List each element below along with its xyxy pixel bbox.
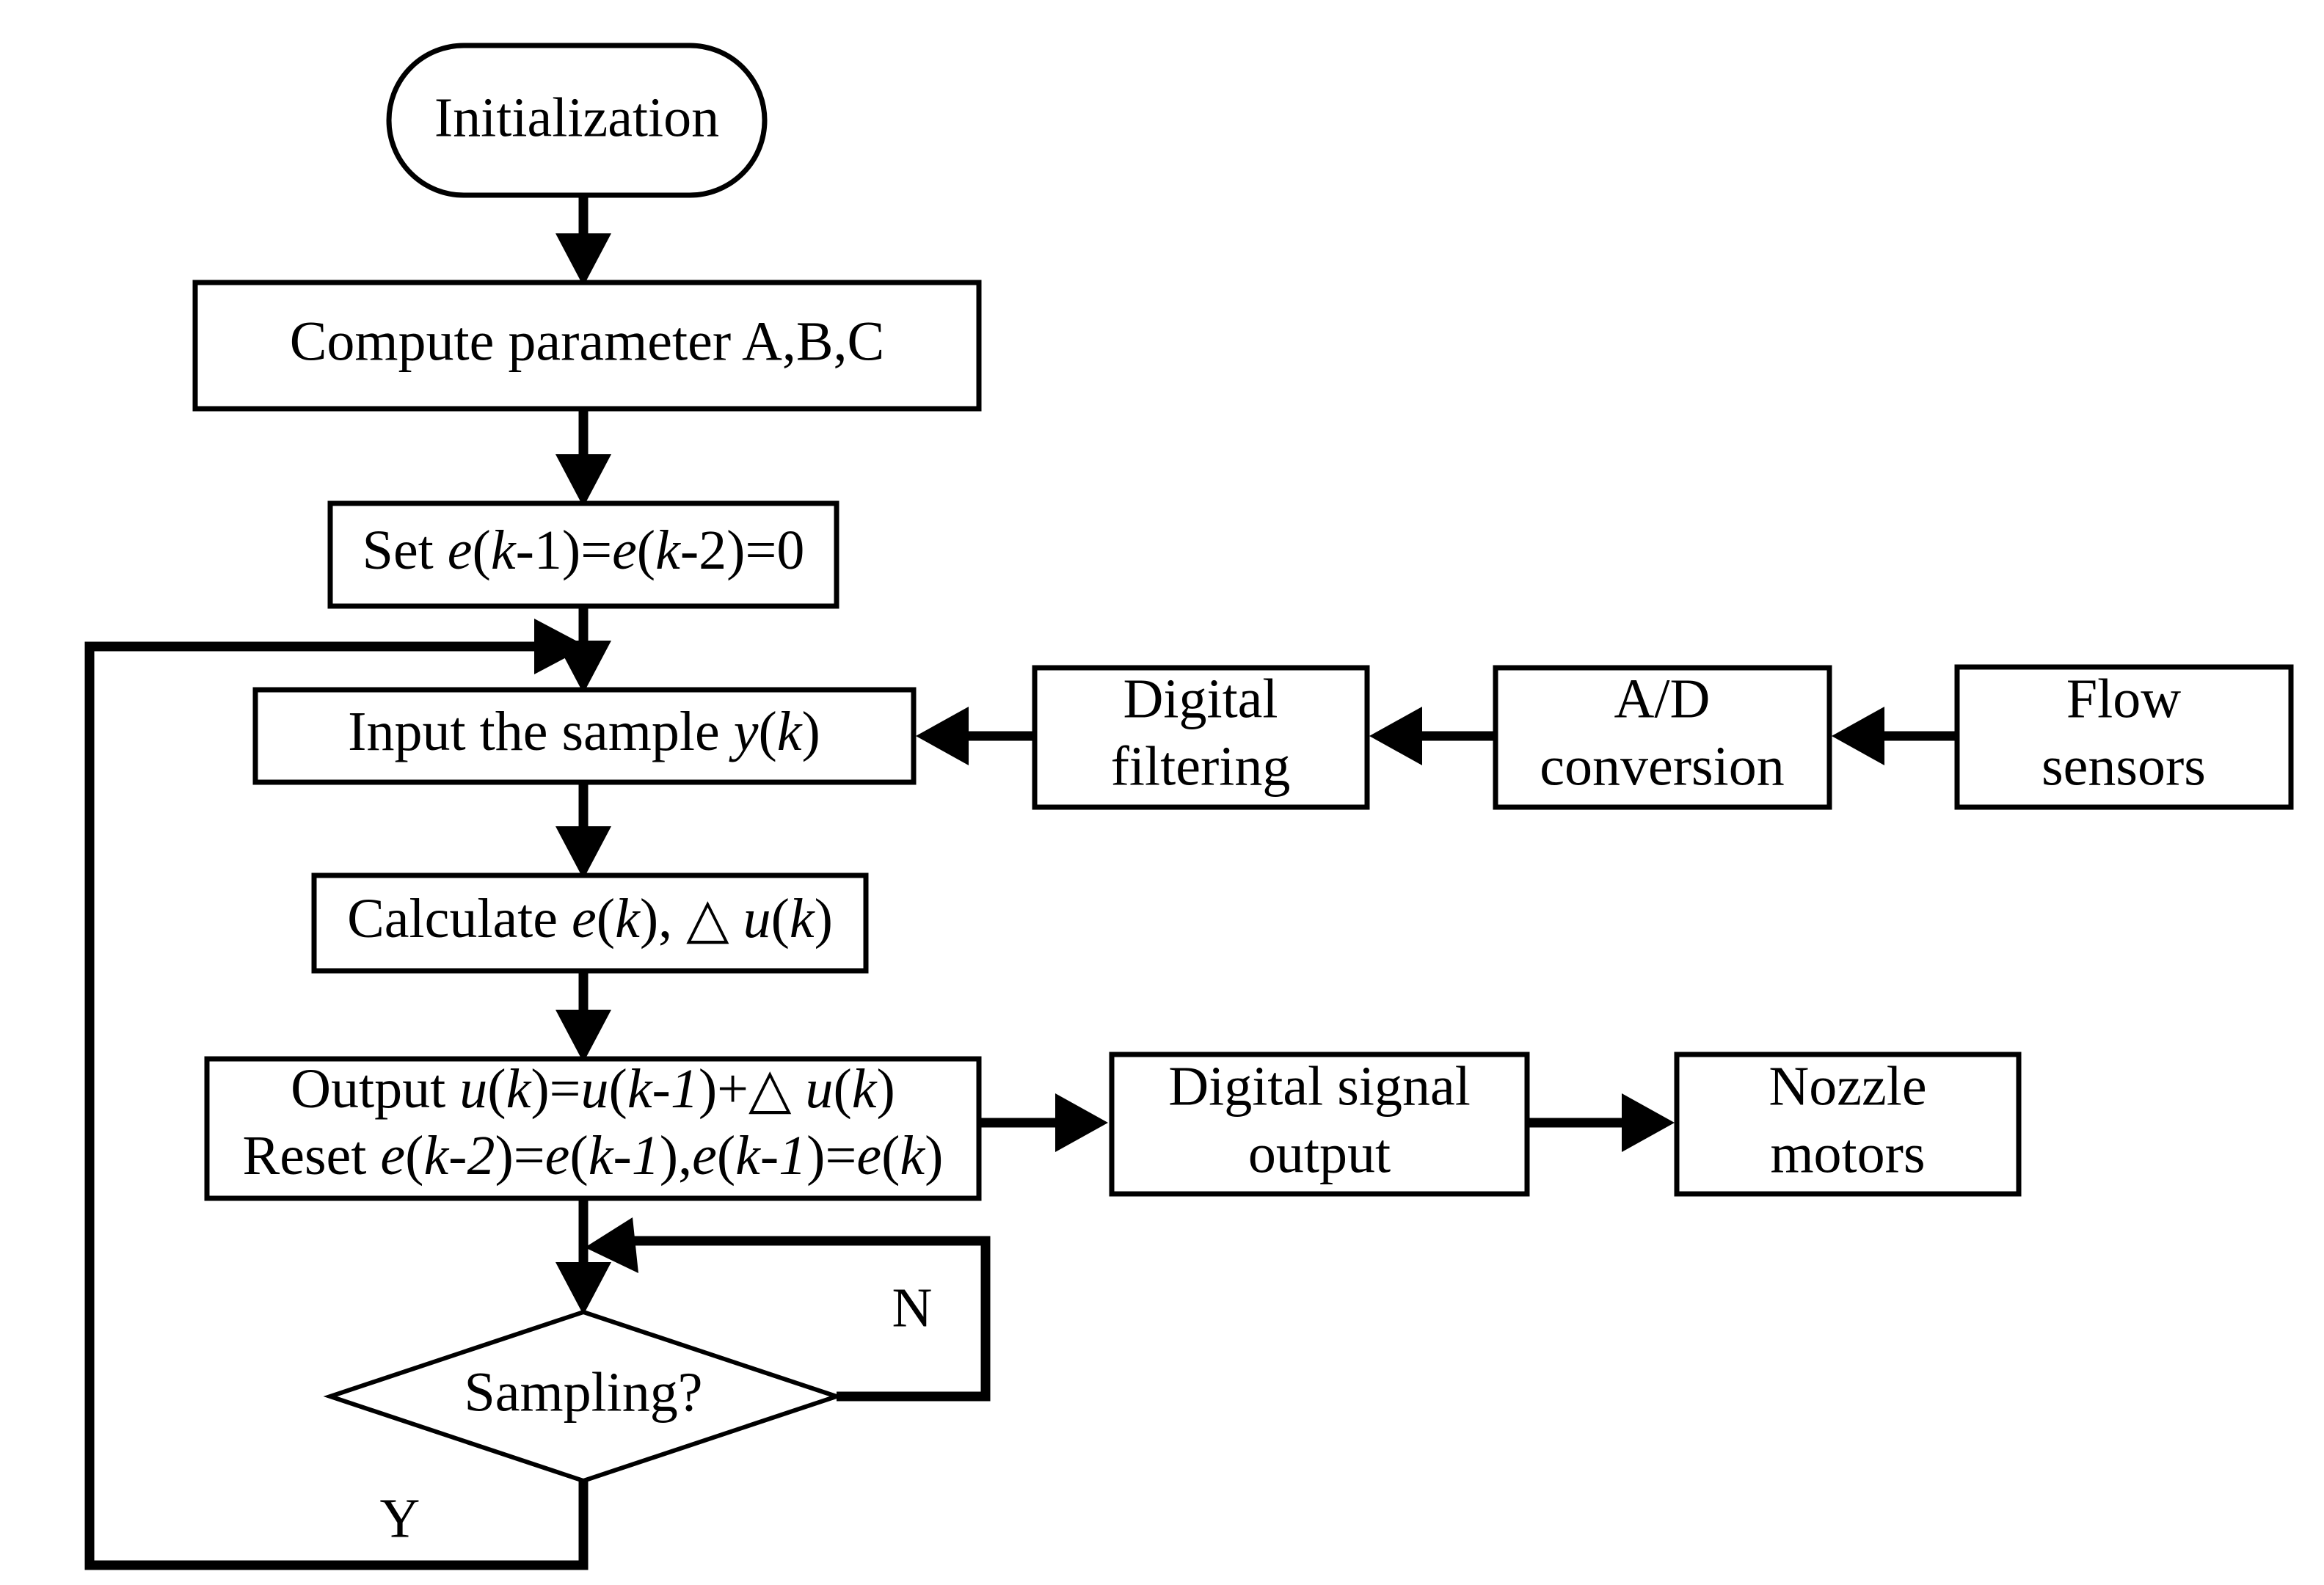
- node-ad-conversion-label-line2: conversion: [1540, 735, 1784, 797]
- edge-output-to-dso: [979, 1093, 1108, 1152]
- node-ad-conversion[interactable]: A/D conversion: [1493, 665, 1832, 810]
- node-compute-parameters-label: Compute parameter A,B,C: [290, 310, 885, 372]
- node-nozzle-motors[interactable]: Nozzle motors: [1674, 1052, 2022, 1197]
- edge-decision-yes-loop: [84, 619, 589, 1570]
- edge-input-to-calculate: [555, 782, 611, 879]
- node-flow-sensors-label-line2: sensors: [2041, 735, 2206, 797]
- node-nozzle-motors-label-line2: motors: [1770, 1123, 1925, 1184]
- edge-init-to-compute: [555, 195, 611, 286]
- node-digital-filtering-label-line2: filtering: [1111, 735, 1291, 797]
- node-output-reset-label-line1: Output u(k)=u(k-1)+△ u(k): [291, 1058, 895, 1120]
- edge-output-to-decision: [555, 1198, 611, 1315]
- edge-dso-to-nozzle: [1527, 1093, 1675, 1152]
- node-digital-signal-output-label-line1: Digital signal: [1168, 1055, 1471, 1117]
- node-sampling-decision[interactable]: Sampling?: [323, 1309, 844, 1484]
- edge-ad-to-filtering: [1369, 707, 1496, 765]
- edge-calculate-to-output: [555, 971, 611, 1063]
- node-sampling-decision-label: Sampling?: [464, 1361, 702, 1423]
- node-set-errors[interactable]: Set e(k-1)=e(k-2)=0: [327, 500, 839, 609]
- node-digital-signal-output-label-line2: output: [1248, 1123, 1391, 1184]
- branch-label-no: N: [892, 1277, 933, 1338]
- node-initialization-label: Initialization: [434, 87, 719, 148]
- node-calculate-label: Calculate e(k), △ u(k): [347, 888, 833, 950]
- node-calculate[interactable]: Calculate e(k), △ u(k): [311, 872, 869, 974]
- node-input-sample-label: Input the sample y(k): [348, 701, 820, 762]
- node-output-reset[interactable]: Output u(k)=u(k-1)+△ u(k) Reset e(k-2)=e…: [204, 1056, 982, 1201]
- node-nozzle-motors-label-line1: Nozzle: [1769, 1055, 1926, 1117]
- node-digital-filtering-label-line1: Digital: [1123, 668, 1278, 729]
- node-flow-sensors[interactable]: Flow sensors: [1954, 664, 2294, 810]
- edge-decision-no-loop: [585, 1217, 991, 1402]
- node-initialization[interactable]: Initialization: [386, 43, 768, 198]
- node-input-sample[interactable]: Input the sample y(k): [252, 687, 917, 785]
- edge-filtering-to-input: [916, 707, 1035, 765]
- node-digital-filtering[interactable]: Digital filtering: [1032, 665, 1370, 810]
- branch-label-yes: Y: [380, 1487, 420, 1549]
- node-ad-conversion-label-line1: A/D: [1614, 668, 1711, 729]
- node-set-errors-label: Set e(k-1)=e(k-2)=0: [363, 520, 805, 581]
- node-flow-sensors-label-line1: Flow: [2066, 668, 2181, 729]
- node-digital-signal-output[interactable]: Digital signal output: [1109, 1052, 1530, 1197]
- edge-sensors-to-ad: [1832, 707, 1957, 765]
- node-compute-parameters[interactable]: Compute parameter A,B,C: [192, 280, 982, 412]
- edge-compute-to-set: [555, 409, 611, 507]
- node-output-reset-label-line2: Reset e(k-2)=e(k-1),e(k-1)=e(k): [243, 1125, 944, 1187]
